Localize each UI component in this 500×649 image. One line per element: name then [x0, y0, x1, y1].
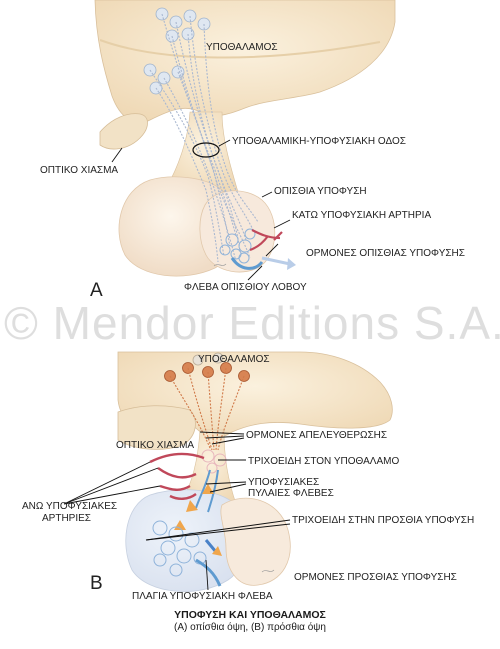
panel-a-art	[94, 0, 396, 281]
optic-chiasm-a	[99, 113, 148, 150]
posterior-lobe-vein-a	[230, 257, 264, 270]
inferior-hypophyseal-artery-a	[249, 229, 283, 252]
anterior-lobe-b	[125, 489, 247, 592]
panel-letter-b: B	[90, 573, 103, 594]
label-hypothalamus-b: ΥΠΟΘΑΛΑΜΟΣ	[198, 354, 270, 365]
posterior-hormone-arrow	[261, 256, 291, 266]
portal-veins-b	[195, 469, 219, 513]
anterior-capillaries-b	[152, 520, 207, 577]
label-inferior-hypophyseal-artery: ΚΑΤΩ ΥΠΟΦΥΣΙΑΚΗ ΑΡΤΗΡΙΑ	[292, 210, 432, 221]
label-optic-chiasm-a: ΟΠΤΙΚΟ ΧΙΑΣΜΑ	[40, 165, 119, 176]
label-optic-chiasm-b: ΟΠΤΙΚΟ ΧΙΑΣΜΑ	[116, 440, 195, 451]
hypothalamus-tissue-a	[94, 0, 396, 124]
label-capillaries-hypothalamus: ΤΡΙΧΟΕΙΔΗ ΣΤΟΝ ΥΠΟΘΑΛΑΜΟ	[248, 456, 400, 467]
posterior-lobe-a	[199, 190, 276, 273]
panel-letter-a: A	[90, 280, 103, 301]
leader-lines-b	[63, 431, 291, 591]
posterior-capillaries-a	[219, 228, 256, 264]
label-anterior-hormones: ΟΡΜΟΝΕΣ ΠΡΟΣΘΙΑΣ ΥΠΟΦΥΣΗΣ	[294, 572, 457, 583]
superior-hypophyseal-arteries-b	[149, 452, 205, 500]
copyright-watermark: © Mendor Editions S.A.	[4, 297, 500, 349]
label-superior-arteries-line2: ΑΡΤΗΡΙΕΣ	[42, 513, 91, 524]
figure-caption-title: ΥΠΟΦΥΣΗ ΚΑΙ ΥΠΟΘΑΛΑΜΟΣ	[174, 609, 326, 621]
label-hypothalamus-a: ΥΠΟΘΑΛΑΜΟΣ	[206, 42, 278, 53]
anterior-hormone-arrowhead	[212, 546, 222, 556]
anterior-hormone-arrow	[204, 539, 218, 553]
optic-chiasm-b	[117, 405, 196, 450]
panel-b-art	[63, 351, 393, 592]
label-posterior-hormones: ΟΡΜΟΝΕΣ ΟΠΙΣΘΙΑΣ ΥΠΟΦΥΣΗΣ	[306, 248, 465, 259]
posterior-hormone-arrowhead	[287, 258, 296, 270]
posterior-lobe-b	[220, 497, 291, 586]
neuron-cell-bodies-b-light	[192, 352, 224, 366]
label-lateral-hypophyseal-vein: ΠΛΑΓΙΑ ΥΠΟΦΥΣΙΑΚΗ ΦΛΕΒΑ	[132, 591, 273, 602]
label-portal-veins-line2: ΠΥΛΑΙΕΣ ΦΛΕΒΕΣ	[248, 488, 334, 499]
lateral-hypophyseal-vein-b	[195, 558, 222, 587]
label-portal-veins-line1: ΥΠΟΦΥΣΙΑΚΕΣ	[248, 477, 320, 488]
label-posterior-lobe-vein: ΦΛΕΒΑ ΟΠΙΣΘΙΟΥ ΛΟΒΟΥ	[184, 282, 307, 293]
leader-lines-a	[111, 139, 291, 281]
figure-caption-subtitle: (Α) οπίσθια όψη, (Β) πρόσθια όψη	[174, 622, 326, 633]
releasing-hormone-axons-b	[169, 367, 245, 451]
label-releasing-hormones: ΟΡΜΟΝΕΣ ΑΠΕΛΕΥΘΕΡΩΣΗΣ	[246, 430, 388, 441]
tract-marker-ellipse	[192, 142, 220, 158]
label-capillaries-anterior: ΤΡΙΧΟΕΙΔΗ ΣΤΗΝ ΠΡΟΣΘΙΑ ΥΠΟΦΥΣΗ	[292, 515, 475, 526]
label-posterior-pituitary: ΟΠΙΣΘΙΑ ΥΠΟΦΥΣΗ	[274, 186, 367, 197]
label-hypothalamo-hypophyseal-tract: ΥΠΟΘΑΛΑΜΙΚΗ-ΥΠΟΦΥΣΙΑΚΗ ΟΔΟΣ	[232, 136, 406, 147]
label-superior-arteries-line1: ΑΝΩ ΥΠΟΦΥΣΙΑΚΕΣ	[22, 501, 118, 512]
hypothalamo-hypophyseal-axons-a	[149, 13, 259, 263]
